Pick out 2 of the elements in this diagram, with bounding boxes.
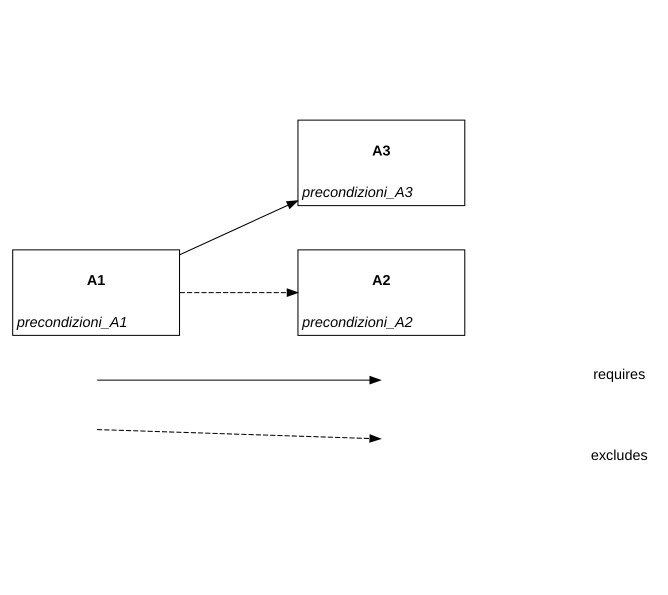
legend-label: requires <box>593 366 646 383</box>
legend-label: excludes <box>590 448 648 464</box>
